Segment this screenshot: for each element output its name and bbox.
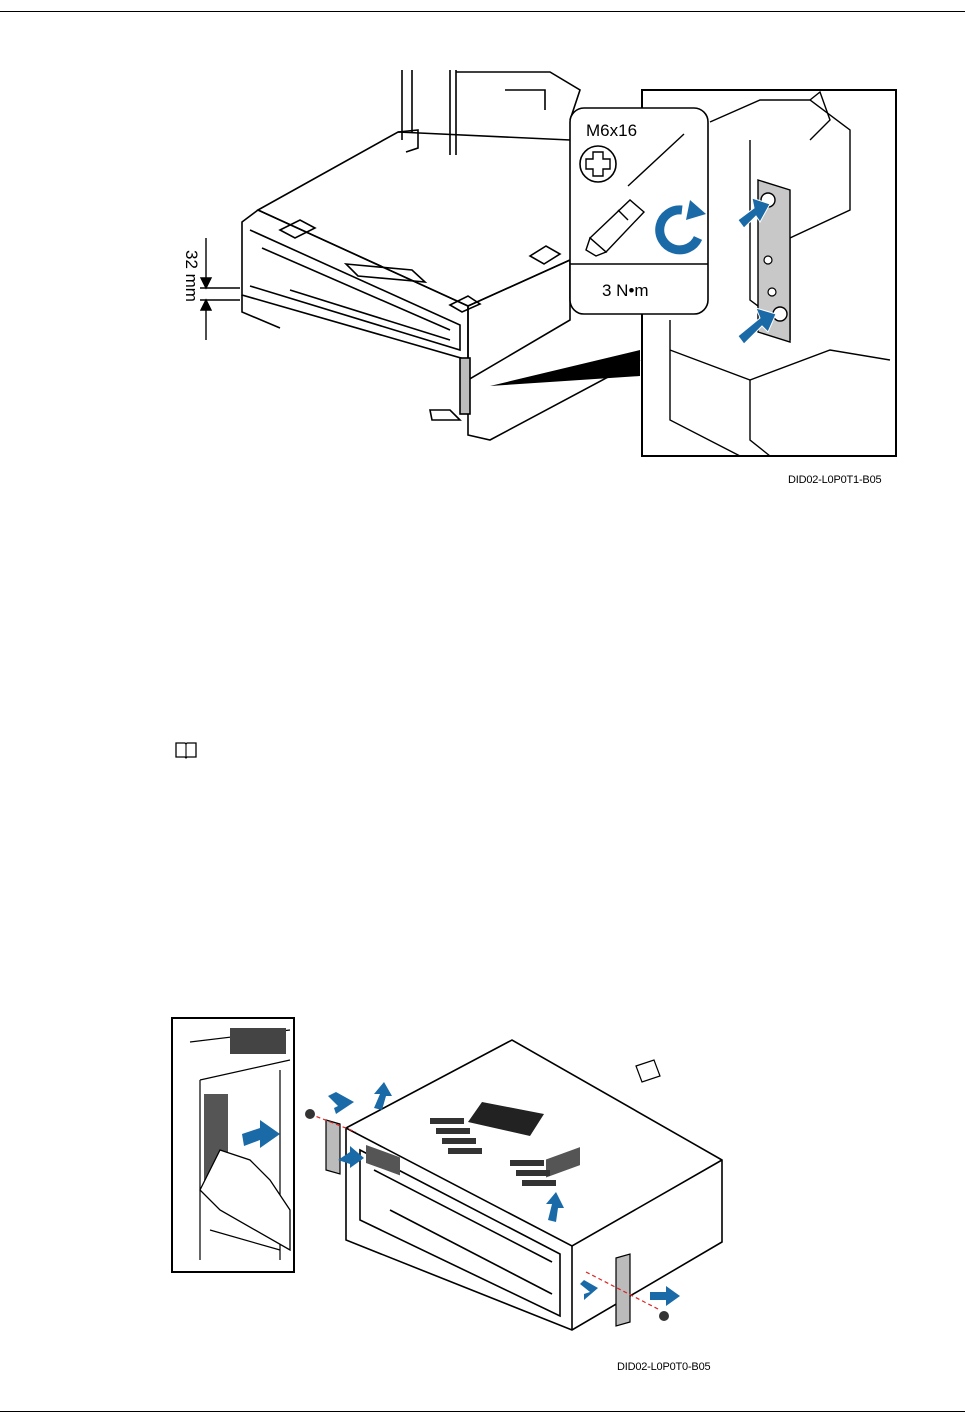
header-rule bbox=[0, 11, 965, 12]
note-book-icon bbox=[174, 741, 198, 759]
figure-caption: DID02-L0P0T1-B05 bbox=[788, 474, 881, 486]
screw-icon bbox=[659, 1311, 669, 1321]
dimension-label: 32 mm bbox=[182, 250, 201, 302]
figure-bracket-installation: 32 mm M6x16 3 N•m bbox=[150, 60, 910, 470]
figure-bracket-removal bbox=[160, 1010, 740, 1360]
figure-caption: DID02-L0P0T0-B05 bbox=[617, 1361, 710, 1373]
screw-spec-label: M6x16 bbox=[586, 121, 637, 140]
torque-label: 3 N•m bbox=[602, 281, 649, 300]
footer-rule bbox=[0, 1411, 965, 1412]
phillips-screw-icon bbox=[580, 146, 616, 182]
screw-icon bbox=[305, 1109, 315, 1119]
